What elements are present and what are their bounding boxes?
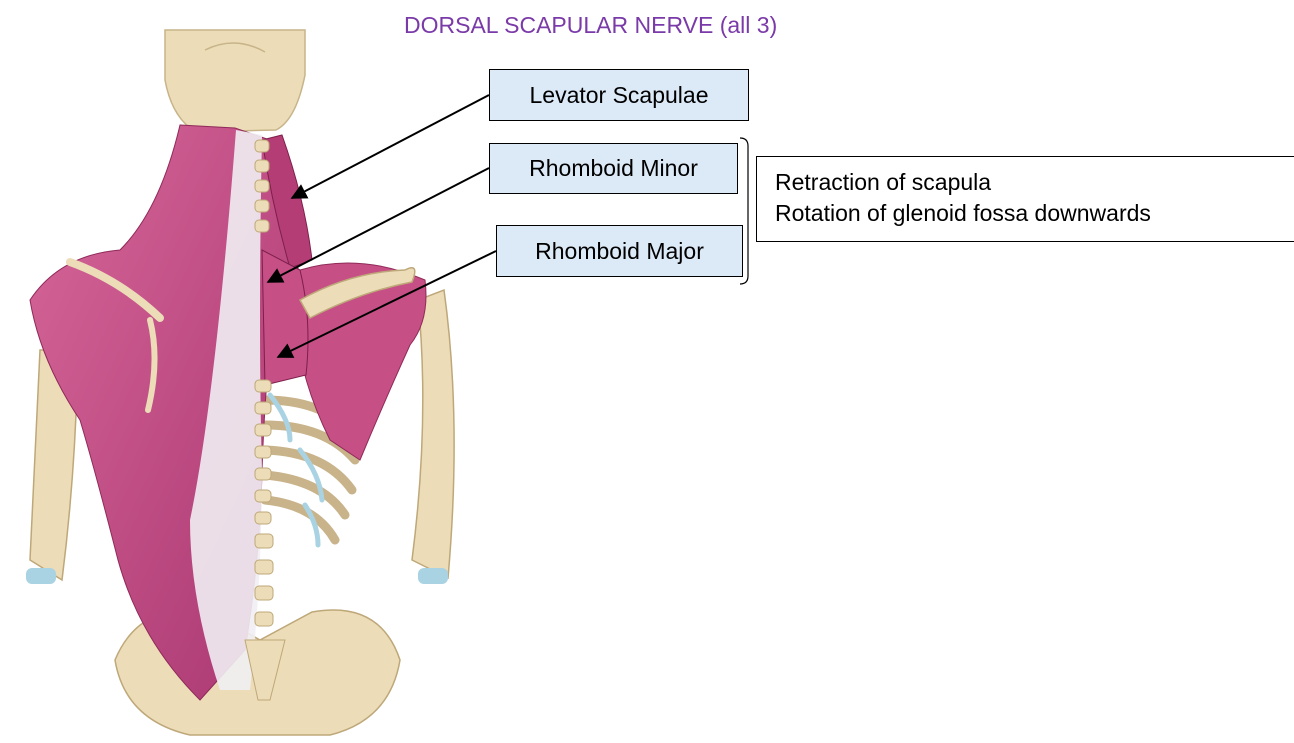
nerve-title: DORSAL SCAPULAR NERVE (all 3) [404, 12, 777, 39]
skull [165, 30, 305, 132]
action-retraction: Retraction of scapula [775, 167, 1294, 198]
label-rhomboid-minor: Rhomboid Minor [489, 143, 738, 194]
right-arm-bone [412, 290, 454, 578]
actions-box: Retraction of scapula Rotation of glenoi… [756, 156, 1294, 242]
action-rotation: Rotation of glenoid fossa downwards [775, 198, 1294, 229]
label-rhomboid-major: Rhomboid Major [496, 225, 743, 277]
label-levator-scapulae: Levator Scapulae [489, 69, 749, 121]
